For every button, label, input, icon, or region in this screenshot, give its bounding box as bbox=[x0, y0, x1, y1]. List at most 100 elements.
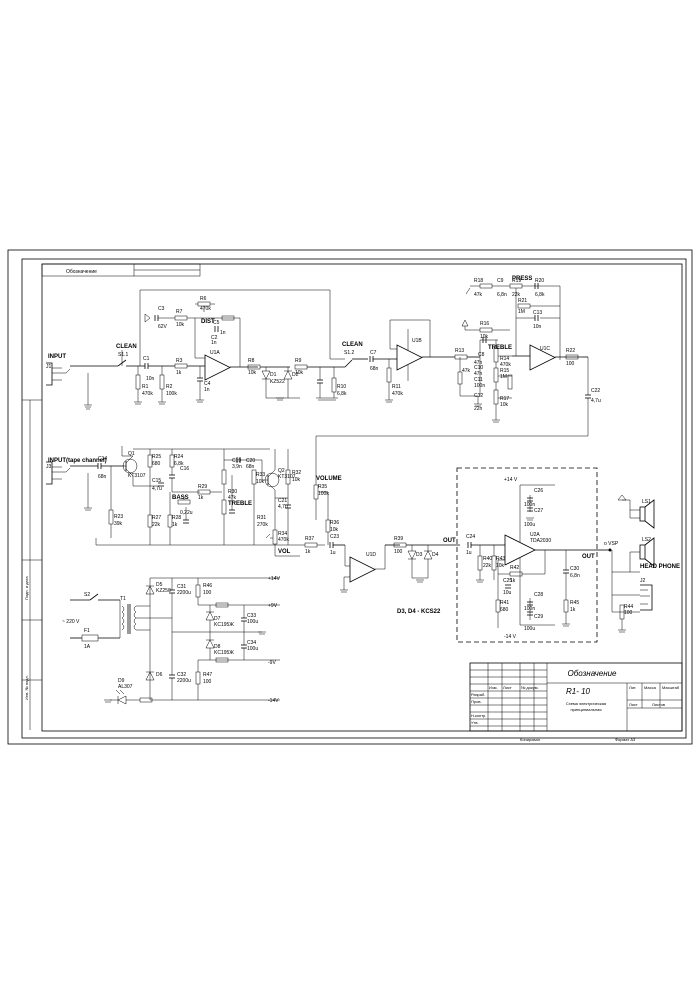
label-head-phone: HEAD PHONE bbox=[640, 564, 680, 570]
tb-cell-masshtab: Масштаб bbox=[662, 685, 680, 690]
label-c10: C10 bbox=[474, 365, 483, 371]
label-d5: D5 bbox=[156, 582, 163, 588]
label-c33: C33 bbox=[247, 613, 256, 619]
label-c26v: 100n bbox=[524, 502, 535, 508]
label-m9v: -9V bbox=[268, 660, 276, 666]
label-r43v: 10k bbox=[496, 563, 505, 569]
label-c25v: 10u bbox=[503, 590, 512, 596]
label-s1-1: S1.1 bbox=[118, 352, 129, 358]
label-r21: R21 bbox=[518, 298, 527, 304]
label-r6v: 470k bbox=[200, 306, 211, 312]
label-s2: S2 bbox=[84, 592, 90, 598]
tb-docname-2: принципиальная bbox=[570, 707, 601, 712]
label-c34v: 100u bbox=[247, 646, 258, 652]
label-c1v: 10n bbox=[146, 376, 155, 382]
label-r22v: 100 bbox=[566, 361, 575, 367]
drawing-frame bbox=[21, 258, 687, 739]
label-r19: R19 bbox=[512, 278, 521, 284]
label-c7: C7 bbox=[370, 350, 377, 356]
label-d8: D8 bbox=[214, 644, 221, 650]
label-r29v: 1k bbox=[198, 495, 204, 501]
row2-signal-path bbox=[46, 436, 460, 593]
label-r3: R3 bbox=[176, 358, 183, 364]
label-q2: Q2 bbox=[278, 468, 285, 474]
label-j2: J2 bbox=[640, 578, 646, 584]
label-r32v: 10k bbox=[292, 477, 301, 483]
label-f1: F1 bbox=[84, 628, 90, 634]
label-d5-type: KZ250 bbox=[156, 588, 171, 594]
tb-cell-utv: Утв. bbox=[471, 720, 479, 725]
label-r46: R46 bbox=[203, 583, 212, 589]
label-r9: R9 bbox=[295, 358, 302, 364]
label-r7v: 10k bbox=[176, 322, 185, 328]
label-r42: R42 bbox=[510, 565, 519, 571]
label-r11: R11 bbox=[392, 384, 401, 390]
label-ls2: LS2 bbox=[642, 537, 651, 543]
label-c24v: 1u bbox=[466, 550, 472, 556]
label-r2: R2 bbox=[166, 384, 173, 390]
label-r35v: 100k bbox=[318, 491, 329, 497]
label-treble-2: TREBLE bbox=[228, 501, 252, 507]
tb-cell-listov: Листов bbox=[652, 702, 665, 707]
label-u1b: U1B bbox=[412, 338, 422, 344]
label-r32: R32 bbox=[292, 470, 301, 476]
label-c23: C23 bbox=[330, 534, 339, 540]
label-r21v: 1M bbox=[518, 309, 525, 315]
label-r6: R6 bbox=[200, 296, 207, 302]
label-r13: R13 bbox=[455, 348, 464, 354]
label-q1-type: KT3107 bbox=[128, 473, 146, 479]
label-r8v: 10k bbox=[248, 370, 257, 376]
label-c9v: 6,8n bbox=[497, 292, 507, 298]
label-c20v: 68n bbox=[246, 464, 255, 470]
header-oboz: Обозначение bbox=[66, 269, 97, 275]
label-r43: R43 bbox=[496, 556, 505, 562]
label-r1v: 470k bbox=[142, 391, 153, 397]
label-out-1: OUT bbox=[443, 538, 456, 544]
label-r45: R45 bbox=[570, 600, 579, 606]
label-c11v: 100n bbox=[474, 383, 485, 389]
label-volume: VOLUME bbox=[316, 476, 342, 482]
label-r30: R30 bbox=[228, 489, 237, 495]
label-r25: R25 bbox=[152, 454, 161, 460]
tb-docname-1: Схема электрическая bbox=[566, 701, 606, 706]
label-r15: R15 bbox=[500, 368, 509, 374]
label-r24: R24 bbox=[174, 454, 183, 460]
label-d2: D2 bbox=[292, 372, 299, 378]
label-r7: R7 bbox=[176, 309, 183, 315]
inner-frame bbox=[41, 263, 683, 732]
tb-cell-lit: Лит. bbox=[629, 685, 636, 690]
label-r28v: 1k bbox=[172, 522, 178, 528]
label-q2-type: KT3107 bbox=[278, 474, 296, 480]
label-c2v: 1n bbox=[211, 340, 217, 346]
label-r17: R17 bbox=[500, 396, 509, 402]
label-r24v: 6,8k bbox=[174, 461, 184, 467]
label-r23: R23 bbox=[114, 514, 123, 520]
tb-cell-prov: Пров. bbox=[471, 699, 482, 704]
label-r20v: 6,8k bbox=[535, 292, 545, 298]
label-r47: R47 bbox=[203, 672, 212, 678]
label-c32v: 2200u bbox=[177, 678, 191, 684]
label-r35: R35 bbox=[318, 484, 327, 490]
label-r39: R39 bbox=[394, 536, 403, 542]
label-r22: R22 bbox=[566, 348, 575, 354]
label-r13v: 47k bbox=[462, 368, 471, 374]
label-input: INPUT bbox=[48, 354, 66, 360]
label-c4: C4 bbox=[204, 381, 211, 387]
label-c13v: 10n bbox=[533, 324, 542, 330]
label-d7-type: KC195Ж bbox=[214, 622, 234, 628]
label-j3: J3 bbox=[46, 464, 52, 470]
label-r39v: 100 bbox=[394, 549, 403, 555]
label-c2: C2 bbox=[211, 335, 218, 341]
label-r10v: 6,8k bbox=[337, 391, 347, 397]
label-r17v: 10k bbox=[500, 402, 509, 408]
label-c24: C24 bbox=[466, 534, 475, 540]
row1-signal-path bbox=[46, 283, 591, 437]
label-c21v: 4,7u bbox=[278, 504, 288, 510]
label-c25: C25 bbox=[503, 578, 512, 584]
label-bass: BASS bbox=[172, 495, 189, 501]
label-c5: C5 bbox=[213, 320, 220, 326]
label-press: PRESS bbox=[512, 276, 532, 282]
label-c14: C14 bbox=[98, 456, 107, 462]
label-u1d: U1D bbox=[366, 552, 376, 558]
